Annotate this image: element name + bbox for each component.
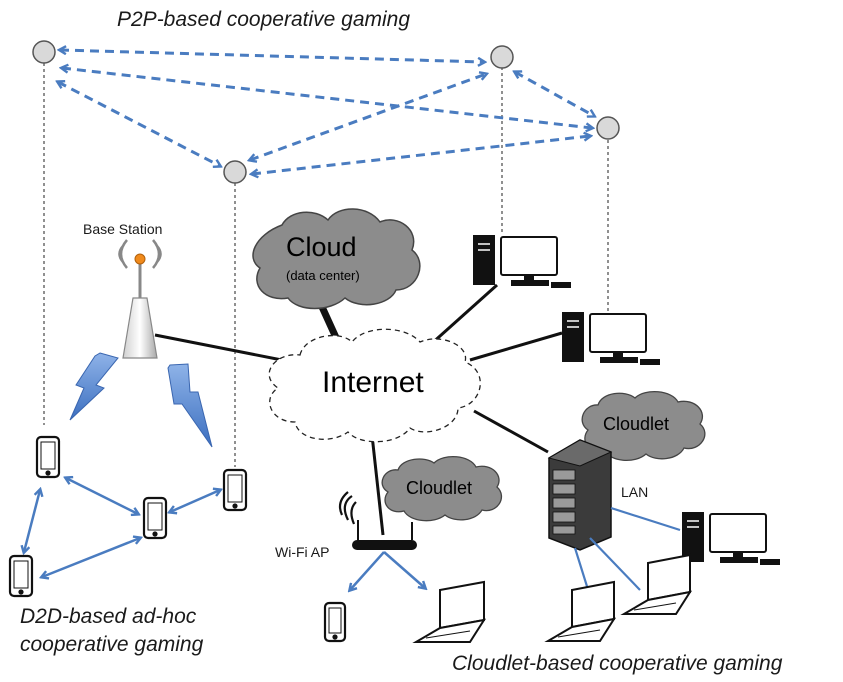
wifi-arrow-laptop: [383, 551, 425, 588]
laptop-icon: [620, 553, 693, 615]
antenna-light-icon: [134, 253, 146, 265]
peer-node-3: [490, 45, 514, 69]
link-basestation: [154, 333, 293, 364]
link-pc-1: [428, 283, 499, 347]
d2d-arrow-2: [170, 490, 220, 512]
d2d-arrow-1: [66, 478, 138, 514]
signal-waves-icon: [118, 239, 162, 269]
cloudlet-wifi-label: Cloudlet: [406, 478, 473, 498]
d2d-caption: D2D-based ad-hoc cooperative gaming: [20, 603, 203, 659]
d2d-arrow-3: [24, 490, 40, 552]
arrow-peer1-peer3: [60, 50, 484, 62]
d2d-caption-line1: D2D-based ad-hoc: [20, 605, 197, 628]
link-wifi: [370, 434, 385, 536]
cloud-label: Cloud: [286, 232, 357, 262]
desktop-pc-icon: [473, 235, 571, 288]
wifi-ap-label: Wi-Fi AP: [275, 544, 330, 560]
phone-icon: [142, 496, 168, 540]
desktop-pc-icon: [682, 512, 780, 565]
cloud-sub-label: (data center): [286, 268, 360, 283]
d2d-arrow-4: [42, 538, 140, 577]
lan-label: LAN: [621, 484, 649, 500]
d2d-caption-line2: cooperative gaming: [20, 633, 204, 656]
lan-link-pc: [610, 506, 681, 532]
base-station-label: Base Station: [83, 221, 163, 237]
p2p-caption: P2P-based cooperative gaming: [117, 8, 411, 31]
server-rack-icon: [547, 439, 613, 551]
wifi-arrow-phone: [350, 551, 385, 590]
arrow-peer3-peer4: [515, 72, 594, 116]
phone-icon: [8, 554, 34, 598]
wireless-bolts: [69, 352, 213, 448]
p2p-arrows: [58, 50, 594, 174]
wifi-ap: [338, 491, 417, 550]
arrow-peer2-peer4: [252, 136, 590, 174]
laptop-icon: [544, 580, 617, 642]
cloudlet-caption: Cloudlet-based cooperative gaming: [452, 652, 783, 675]
phone-icon: [323, 601, 347, 643]
peer-nodes: [32, 40, 620, 184]
peer-node-1: [32, 40, 56, 64]
arrow-peer1-peer2: [58, 82, 220, 166]
tower-body-icon: [122, 297, 158, 359]
cloudlet-top-shape: [581, 391, 706, 461]
lan-link-laptop-1: [589, 537, 641, 591]
lightning-bolt-right-icon: [167, 363, 213, 448]
link-server: [473, 409, 549, 454]
arrow-peer2-peer3: [250, 74, 486, 160]
lightning-bolt-left-icon: [69, 352, 119, 421]
internet-links: [154, 283, 563, 536]
desktop-pc-icon: [562, 312, 660, 365]
internet-cloud-shape: [268, 328, 481, 443]
router-icon: [352, 540, 417, 550]
internet-label: Internet: [322, 366, 424, 399]
cloud-datacenter-shape: [252, 208, 421, 310]
arrow-peer1-peer4: [62, 68, 592, 128]
peer-node-2: [223, 160, 247, 184]
d2d-phones: [8, 435, 248, 598]
wifi-arrows: [350, 551, 425, 590]
wifi-waves-icon: [338, 491, 357, 525]
laptop-icon: [412, 580, 487, 643]
phone-icon: [222, 468, 248, 512]
link-pc-2: [469, 331, 563, 362]
cloudlet-top-label: Cloudlet: [603, 414, 670, 434]
peer-node-4: [596, 116, 620, 140]
base-station: [118, 239, 162, 359]
peer-drop-lines: [43, 63, 609, 467]
cloudlet-wifi-shape: [381, 456, 503, 522]
phone-icon: [35, 435, 61, 479]
d2d-arrows: [24, 478, 220, 577]
